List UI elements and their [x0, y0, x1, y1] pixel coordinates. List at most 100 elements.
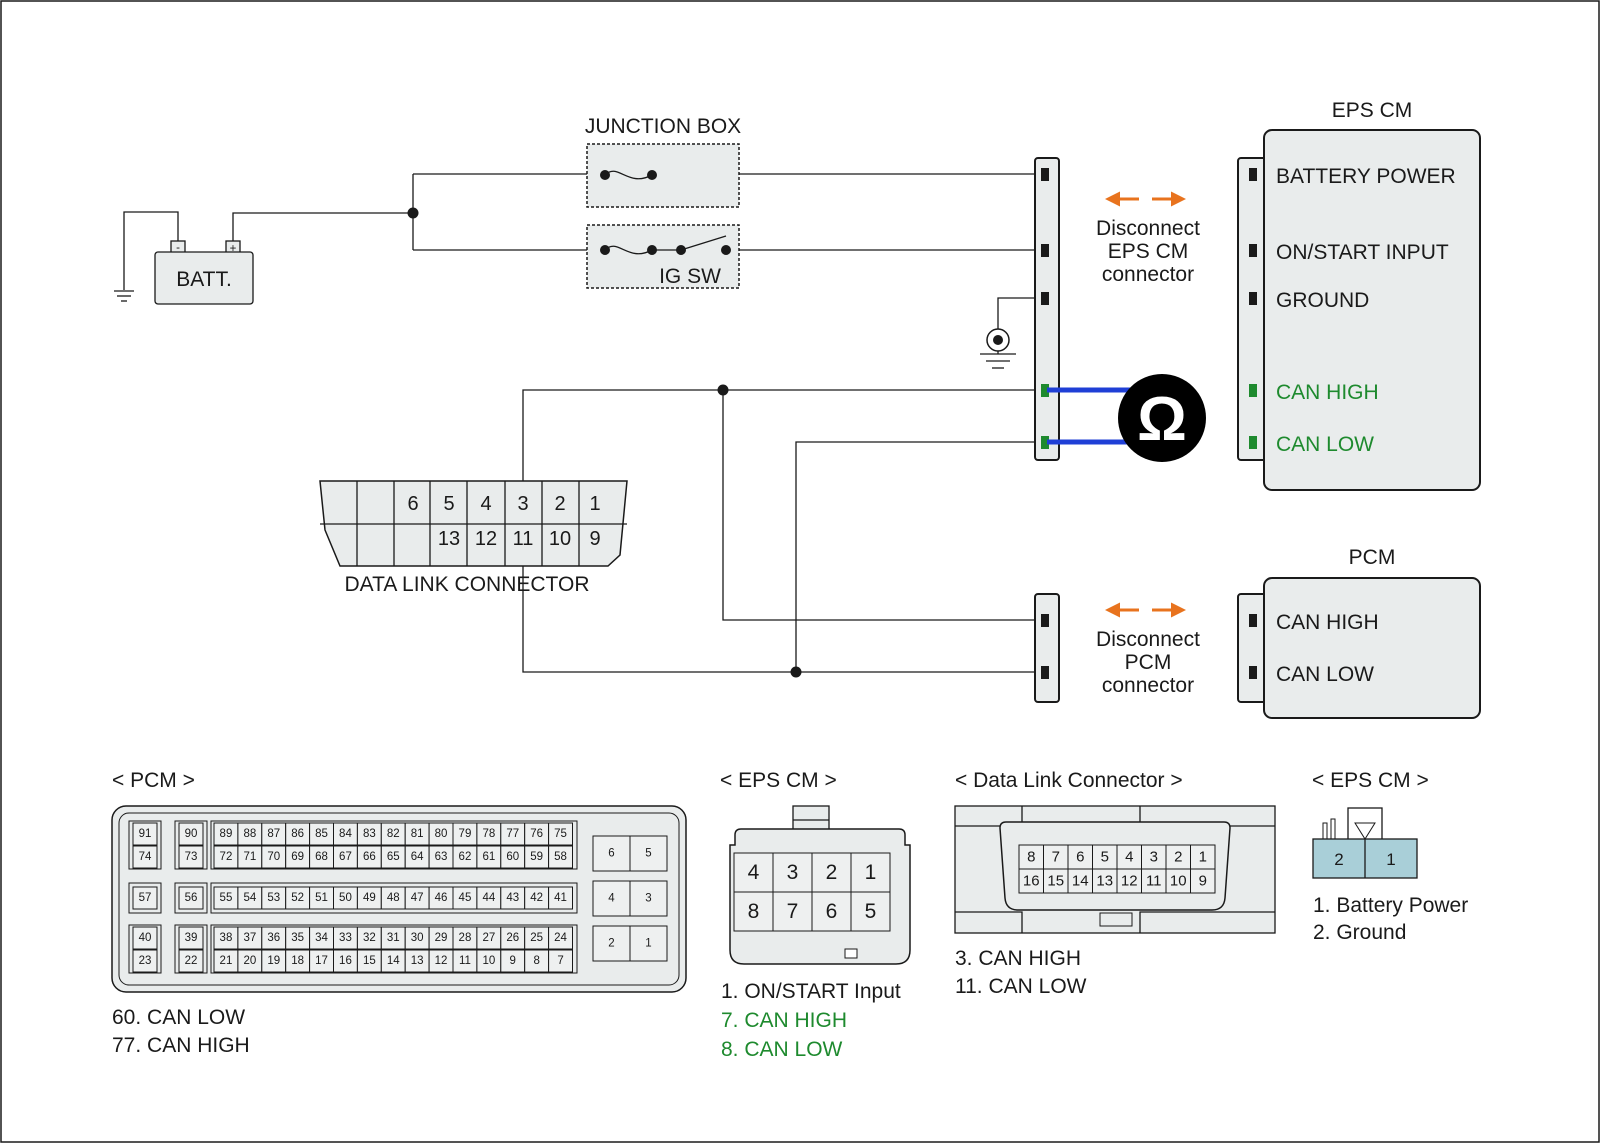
pcm-pin-75: 75 — [548, 822, 573, 846]
pcm-pin-4: 4 — [592, 880, 631, 917]
pcm-pin-55: 55 — [213, 886, 239, 910]
pcm-pin-7: 7 — [548, 949, 573, 973]
pcm-pin-21: 21 — [213, 949, 239, 973]
pcm-pin-30: 30 — [404, 926, 430, 950]
pcm-pin-2-label: 2 — [608, 938, 614, 950]
dlc-pin-7-label: 7 — [1052, 849, 1060, 866]
battery: - + BATT. — [154, 240, 254, 305]
pcm-pin-61: 61 — [476, 845, 502, 869]
battery-label: BATT. — [176, 268, 232, 291]
pcm-pin-16-label: 16 — [339, 955, 352, 967]
eps-main-pin-3-label: 3 — [787, 861, 799, 884]
ohmmeter: Ω — [1047, 374, 1206, 462]
eps-main-connector-title: < EPS CM > — [720, 769, 837, 792]
dlc-schem-pin-2: 2 — [554, 493, 565, 515]
pcm-pin-80-label: 80 — [435, 828, 448, 840]
pcm-pin-72-label: 72 — [220, 851, 233, 863]
pcm-pin-26-label: 26 — [506, 932, 519, 944]
pcm-pin-55-label: 55 — [220, 892, 233, 904]
pcm-pin-64: 64 — [404, 845, 430, 869]
pcm-pin-87: 87 — [261, 822, 287, 846]
eps-power-connector-face — [1312, 807, 1418, 879]
dlc-pin-9-label: 9 — [1199, 873, 1207, 890]
pcm-pin-63: 63 — [428, 845, 454, 869]
pcm-pin-42: 42 — [524, 886, 550, 910]
pcm-pin-11-label: 11 — [459, 955, 471, 967]
pcm-pin-block — [174, 882, 208, 914]
pcm-pin-54: 54 — [237, 886, 263, 910]
dlc-pin-12: 12 — [1116, 868, 1142, 894]
pcm-pin-82: 82 — [380, 822, 406, 846]
dlc-pin-1-label: 1 — [1199, 849, 1207, 866]
pcm-pin-83: 83 — [356, 822, 382, 846]
pcm-pin-7-label: 7 — [557, 955, 563, 967]
pcm-pin-17: 17 — [309, 949, 335, 973]
dlc-pin-6: 6 — [1067, 844, 1093, 870]
dlc-pin-14-label: 14 — [1072, 873, 1089, 890]
disconnect-eps-line1: Disconnect — [1096, 217, 1200, 240]
dlc-schem-pin-3: 3 — [517, 493, 528, 515]
pcm-pin-45-label: 45 — [459, 892, 472, 904]
dlc-pin-1: 1 — [1190, 844, 1216, 870]
pcm-pin-21-label: 21 — [220, 955, 233, 967]
pcm-pin-block — [210, 924, 578, 974]
pcm-pin-can-low: CAN LOW — [1276, 663, 1374, 686]
pcm-pin-71-label: 71 — [243, 851, 256, 863]
pcm-pin-77: 77 — [500, 822, 526, 846]
pcm-pin-2: 2 — [592, 925, 631, 962]
eps-main-pin-1: 1 — [850, 852, 891, 893]
dlc-pin-11: 11 — [1141, 868, 1167, 894]
dlc-schematic — [319, 480, 628, 567]
eps-main-pin-5: 5 — [850, 891, 891, 932]
dlc-pin-15: 15 — [1043, 868, 1069, 894]
pcm-pin-3-label: 3 — [645, 893, 651, 905]
eps-main-note-7: 7. CAN HIGH — [721, 1009, 847, 1032]
eps-pin-ground: GROUND — [1276, 289, 1369, 312]
pcm-pin-76-label: 76 — [530, 828, 543, 840]
pcm-pin-33: 33 — [333, 926, 358, 950]
pcm-pin-85-label: 85 — [315, 828, 328, 840]
pcm-pin-65: 65 — [380, 845, 406, 869]
pcm-pin-block — [128, 820, 162, 870]
pcm-pin-43-label: 43 — [506, 892, 519, 904]
pcm-pin-72: 72 — [213, 845, 239, 869]
pcm-pin-19-label: 19 — [267, 955, 280, 967]
eps-main-pin-8: 8 — [733, 891, 774, 932]
dlc-note-3: 3. CAN HIGH — [955, 947, 1081, 970]
pcm-pin-84-label: 84 — [339, 828, 352, 840]
pcm-pin-89-label: 89 — [220, 828, 233, 840]
pcm-pin-79: 79 — [452, 822, 478, 846]
pcm-pin-17-label: 17 — [315, 955, 328, 967]
pcm-pin-14-label: 14 — [387, 955, 400, 967]
dlc-pin-13-label: 13 — [1096, 873, 1113, 890]
pcm-pin-35-label: 35 — [291, 932, 304, 944]
pcm-pin-10-label: 10 — [482, 955, 495, 967]
pcm-pin-block — [128, 924, 162, 974]
pcm-pin-19: 19 — [261, 949, 287, 973]
dlc-schem-pin-6: 6 — [407, 493, 418, 515]
pcm-pin-46: 46 — [428, 886, 454, 910]
pcm-pin-4-label: 4 — [608, 893, 615, 905]
eps-pin-on-start-input: ON/START INPUT — [1276, 241, 1449, 264]
pcm-pin-44-label: 44 — [482, 892, 495, 904]
eps-main-pin-5-label: 5 — [865, 900, 877, 923]
pcm-pin-32: 32 — [356, 926, 382, 950]
eps-main-pin-2: 2 — [811, 852, 852, 893]
dlc-schem-pin-13: 13 — [438, 528, 460, 550]
dlc-schem-pin-11: 11 — [513, 528, 534, 550]
pcm-pin-45: 45 — [452, 886, 478, 910]
junction-box-label: JUNCTION BOX — [585, 115, 741, 138]
disconnect-pcm-line2: PCM — [1125, 651, 1172, 674]
pcm-pin-34-label: 34 — [315, 932, 328, 944]
dlc-pin-3: 3 — [1141, 844, 1167, 870]
pcm-pin-65-label: 65 — [387, 851, 400, 863]
eps-power-note-2: 2. Ground — [1313, 921, 1406, 944]
pcm-pin-58: 58 — [548, 845, 573, 869]
pcm-pin-60: 60 — [500, 845, 526, 869]
pcm-pin-91-label: 91 — [139, 828, 152, 840]
pcm-pin-18-label: 18 — [291, 955, 304, 967]
dlc-schem-pin-9: 9 — [589, 528, 600, 550]
pcm-pin-16: 16 — [333, 949, 358, 973]
pcm-pin-81-label: 81 — [411, 828, 424, 840]
